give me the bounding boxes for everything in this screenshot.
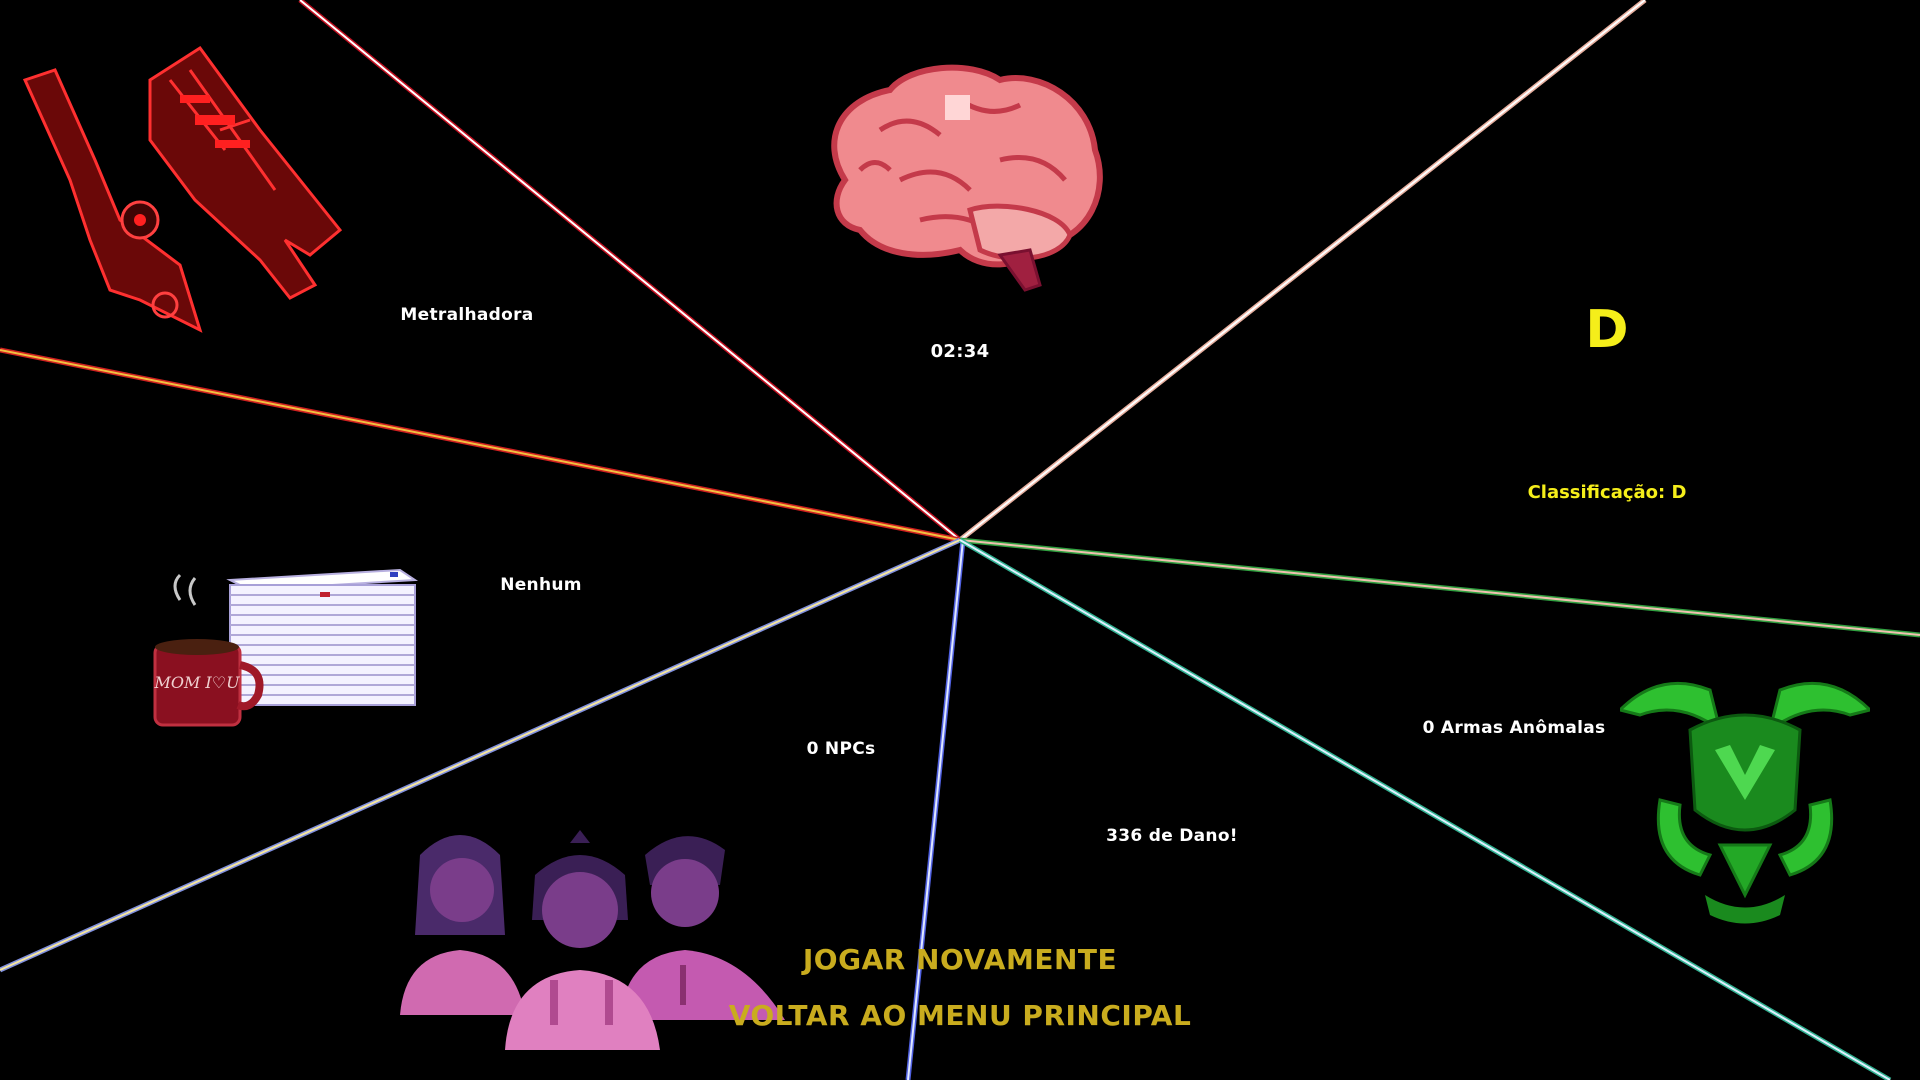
play-again-button[interactable]: JOGAR NOVAMENTE: [802, 943, 1118, 976]
npc-right: [620, 836, 785, 1020]
brain-icon: [831, 64, 1103, 292]
mug-text: MOM I♡U: [153, 673, 240, 692]
npc-left: [400, 835, 525, 1015]
anomaly-emblem-icon: [1620, 681, 1870, 924]
papers-coffee-icon: MOM I♡U: [153, 568, 419, 727]
ray-top-left: [298, 0, 962, 542]
ray-left-lower: [0, 537, 962, 973]
grade-letter: D: [1585, 300, 1629, 360]
coffee-mug: MOM I♡U: [153, 573, 264, 727]
main-menu-button[interactable]: VOLTAR AO MENU PRINCIPAL: [728, 999, 1192, 1032]
ray-top-right: [958, 0, 1647, 542]
weapon-label: Metralhadora: [400, 305, 534, 325]
npc-center: [505, 830, 660, 1050]
ray-bottom-right: [958, 537, 1892, 1080]
ray-bottom: [905, 539, 966, 1080]
ray-left-upper: [0, 347, 961, 543]
grade-label: Classificação: D: [1527, 482, 1687, 503]
npc-group-icon: [400, 830, 785, 1050]
damage-label: 336 de Dano!: [1106, 826, 1238, 846]
npc-count-label: 0 NPCs: [806, 739, 876, 759]
anomalous-weapons-label: 0 Armas Anômalas: [1422, 718, 1606, 738]
time-label: 02:34: [930, 341, 990, 362]
item-label: Nenhum: [500, 575, 582, 595]
ray-right: [959, 537, 1920, 638]
weapon-icon: [22, 45, 343, 333]
